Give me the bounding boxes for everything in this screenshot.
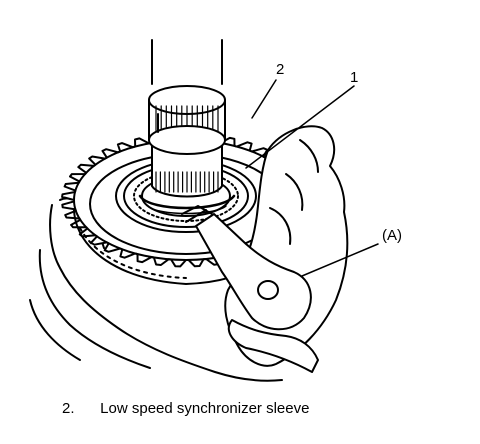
shaft: [148, 39, 226, 198]
leader-lines: [245, 79, 379, 277]
callout-a: (A): [382, 227, 402, 244]
legend: 2. Low speed synchronizer sleeve: [62, 400, 309, 417]
pliers: [181, 205, 319, 373]
callout-1: 1: [350, 69, 358, 86]
snap-ring: [138, 194, 236, 215]
legend-item-number: 2.: [62, 400, 75, 417]
callout-2: 2: [276, 61, 284, 78]
legend-item-text: Low speed synchronizer sleeve: [100, 400, 310, 417]
